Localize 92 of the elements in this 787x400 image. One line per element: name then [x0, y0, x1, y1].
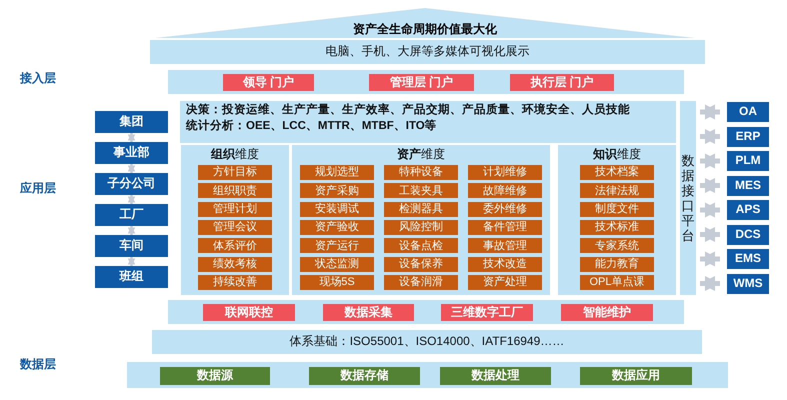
double-arrow: [700, 252, 720, 266]
double-arrow: [700, 276, 720, 291]
function-box: 现场5S: [300, 274, 374, 290]
module-box: 执行层 门户: [510, 74, 614, 91]
data-box: 数据应用: [580, 367, 692, 385]
function-box: 故障维修: [468, 183, 542, 198]
double-arrow: [700, 227, 720, 242]
system-box: EMS: [727, 249, 769, 269]
function-box: 资产运行: [300, 238, 374, 254]
dimension-panel: [292, 145, 550, 295]
function-box: 风险控制: [384, 220, 458, 235]
layer-band: [168, 300, 684, 324]
function-box: 资产验收: [300, 220, 374, 235]
layer-label: 接入层: [20, 70, 56, 87]
double-arrow: [700, 202, 720, 218]
function-box: 绩效考核: [198, 256, 272, 272]
dimension-panel: [558, 145, 676, 295]
function-box: 安装调试: [300, 202, 374, 217]
layer-band: [127, 362, 728, 388]
system-box: MES: [727, 176, 769, 196]
data-box: 数据处理: [440, 367, 551, 385]
org-level-box: 子分公司: [95, 173, 168, 195]
double-arrow: [128, 133, 136, 142]
module-box: 联网联控: [203, 304, 295, 321]
function-box: 组织职责: [198, 183, 272, 198]
double-arrow: [128, 226, 136, 235]
function-box: 规划选型: [300, 165, 374, 180]
function-box: 技术标准: [580, 220, 654, 235]
function-box: OPL单点课: [580, 274, 654, 290]
function-box: 技术档案: [580, 165, 654, 180]
panel-text: 统计分析：OEE、LCC、MTTR、MTBF、ITO等: [186, 120, 438, 132]
system-box: ERP: [727, 126, 769, 146]
double-arrow: [700, 178, 720, 193]
system-box: DCS: [727, 224, 769, 244]
interface-platform-bar: 数据接口平台: [680, 101, 696, 295]
org-level-box: 集团: [95, 111, 168, 133]
function-box: 设备润滑: [384, 274, 458, 290]
dimension-panel: [181, 145, 289, 295]
function-box: 能力教育: [580, 256, 654, 272]
function-box: 委外维修: [468, 202, 542, 217]
function-box: 状态监测: [300, 256, 374, 272]
panel-title: 知识维度: [592, 148, 642, 162]
function-box: 检测器具: [384, 202, 458, 217]
function-box: 体系评价: [198, 238, 272, 254]
roof-title: 资产全生命周期价值最大化: [353, 22, 497, 36]
module-box: 数据采集: [323, 304, 414, 321]
module-box: 管理层 门户: [369, 74, 474, 91]
org-level-box: 事业部: [95, 142, 168, 164]
function-box: 方针目标: [198, 165, 272, 180]
decision-panel: [180, 101, 676, 143]
double-arrow: [700, 129, 720, 144]
panel-title: 组织维度: [210, 148, 260, 162]
function-box: 持续改善: [198, 274, 272, 290]
system-box: APS: [727, 200, 769, 220]
function-box: 计划维修: [468, 165, 542, 180]
module-box: 三维数字工厂: [441, 304, 533, 321]
double-arrow: [128, 164, 136, 173]
function-box: 特种设备: [384, 165, 458, 180]
layer-label: 应用层: [20, 180, 56, 197]
layer-band: 体系基础：ISO55001、ISO14000、IATF16949……: [152, 330, 702, 354]
data-box: 数据源: [160, 367, 270, 385]
layer-band: 电脑、手机、大屏等多媒体可视化展示: [150, 40, 705, 64]
double-arrow: [700, 104, 720, 120]
double-arrow: [700, 154, 720, 168]
function-box: 资产处理: [468, 274, 542, 290]
function-box: 技术改造: [468, 256, 542, 272]
function-box: 管理会议: [198, 220, 272, 235]
function-box: 备件管理: [468, 220, 542, 235]
double-arrow: [128, 257, 136, 266]
module-box: 智能维护: [561, 304, 653, 321]
function-box: 资产采购: [300, 183, 374, 198]
function-box: 设备点检: [384, 238, 458, 254]
org-level-box: 车间: [95, 235, 168, 257]
function-box: 设备保养: [384, 256, 458, 272]
org-level-box: 班组: [95, 266, 168, 288]
function-box: 制度文件: [580, 202, 654, 217]
function-box: 事故管理: [468, 238, 542, 254]
function-box: 管理计划: [198, 202, 272, 217]
layer-band: [168, 70, 684, 94]
panel-text: 决策：投资运维、生产产量、生产效率、产品交期、产品质量、环境安全、人员技能: [186, 104, 631, 117]
panel-title: 资产维度: [396, 148, 446, 162]
system-box: PLM: [727, 151, 769, 171]
function-box: 工装夹具: [384, 183, 458, 198]
function-box: 专家系统: [580, 238, 654, 254]
function-box: 法律法规: [580, 183, 654, 198]
system-box: OA: [727, 102, 769, 122]
double-arrow: [128, 195, 136, 204]
module-box: 领导 门户: [223, 74, 314, 91]
data-box: 数据存储: [309, 367, 420, 385]
system-box: WMS: [727, 274, 769, 294]
org-level-box: 工厂: [95, 204, 168, 226]
layer-label: 数据层: [20, 356, 56, 373]
